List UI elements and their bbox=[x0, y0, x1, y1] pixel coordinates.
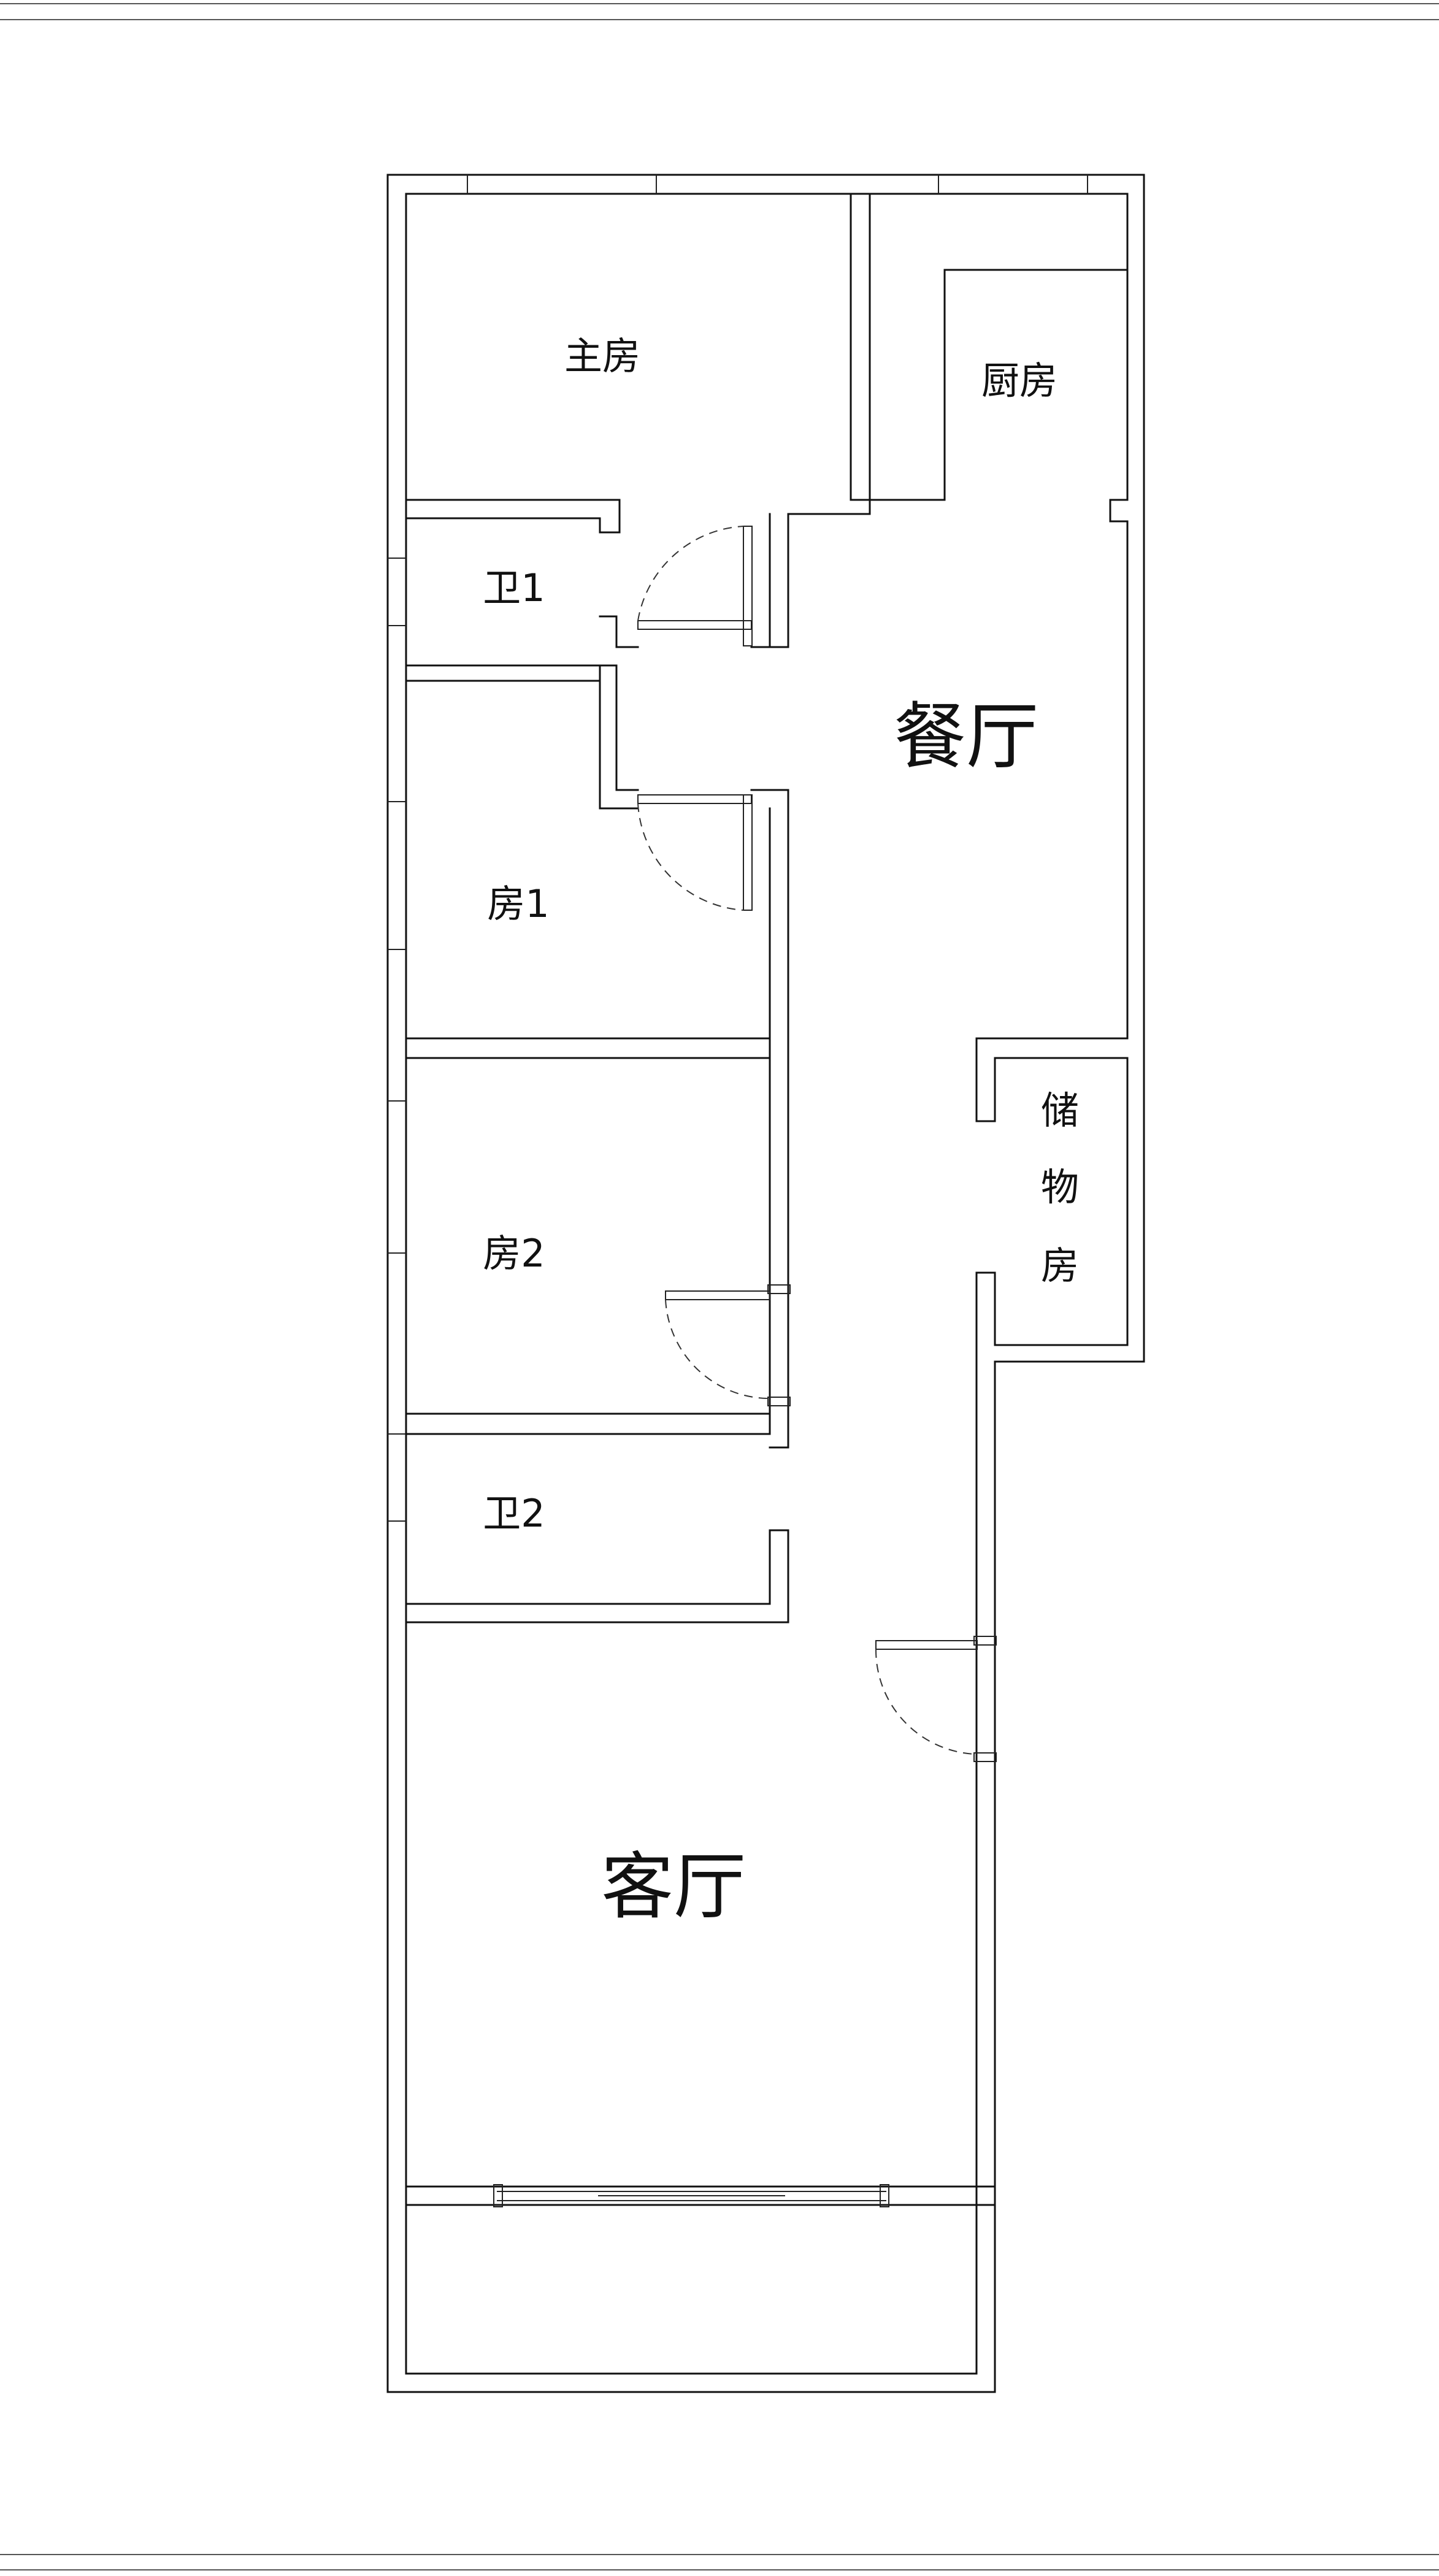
room-label-bedroom-1: 房1 bbox=[487, 881, 549, 926]
room-label-storage-3: 房 bbox=[1041, 1243, 1079, 1288]
room-label-bathroom-2: 卫2 bbox=[483, 1491, 545, 1536]
door-bathroom-1 bbox=[637, 526, 753, 646]
exterior-walls bbox=[386, 174, 1145, 2393]
room-label-storage-2: 物 bbox=[1041, 1165, 1079, 1209]
storage-walls bbox=[975, 1037, 1129, 1346]
door-bedroom-2 bbox=[665, 1284, 791, 1406]
door-bedroom-1 bbox=[637, 794, 753, 911]
door-living-room bbox=[875, 1636, 997, 1762]
room-label-dining-room: 餐厅 bbox=[894, 694, 1038, 779]
balcony-slider bbox=[405, 2184, 996, 2207]
room-label-kitchen: 厨房 bbox=[981, 358, 1057, 403]
corridor-walls bbox=[405, 789, 789, 1623]
room-labels: 主房 厨房 卫1 餐厅 房1 储 物 房 房2 卫2 客厅 bbox=[483, 334, 1079, 1929]
room-label-living-room: 客厅 bbox=[601, 1844, 746, 1929]
page-border bbox=[0, 3, 1439, 2570]
room-label-master-bedroom: 主房 bbox=[564, 334, 640, 378]
room-label-bedroom-2: 房2 bbox=[483, 1231, 545, 1276]
upper-partitions bbox=[405, 193, 1129, 810]
room-label-storage-1: 储 bbox=[1041, 1088, 1079, 1133]
room-label-bathroom-1: 卫1 bbox=[483, 565, 545, 610]
